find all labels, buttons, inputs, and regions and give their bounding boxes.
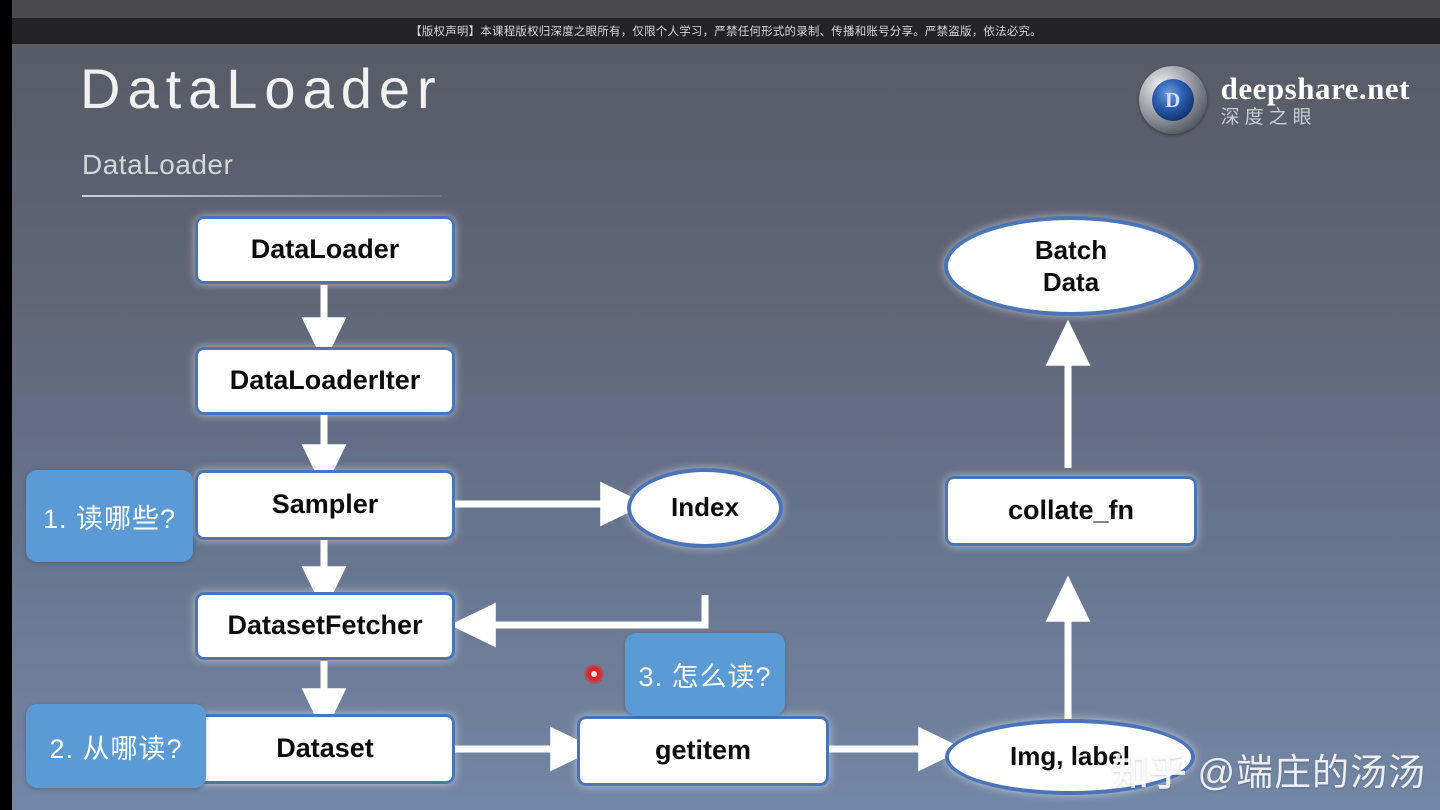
watermark: 知乎 @端庄的汤汤 [1111, 742, 1426, 796]
laser-pointer-icon [584, 664, 604, 684]
node-label-line1: Batch [1034, 234, 1108, 265]
logo-text-block: deepshare.net 深度之眼 [1220, 70, 1410, 129]
logo-mark-letter: D [1151, 79, 1194, 121]
node-img-label[interactable]: Img, label [945, 719, 1195, 795]
node-index[interactable]: Index [627, 468, 783, 548]
copyright-text: 【版权声明】本课程版权归深度之眼所有，仅限个人学习，严禁任何形式的录制、传播和账… [410, 26, 1042, 38]
node-label: getitem [654, 735, 752, 766]
node-label: Img, label [1010, 741, 1130, 772]
tag-read-which[interactable]: 1. 读哪些? [26, 470, 193, 562]
tag-label: 2. 从哪读? [49, 733, 183, 764]
tag-read-from-where[interactable]: 2. 从哪读? [26, 704, 206, 788]
node-dataset[interactable]: Dataset [195, 714, 455, 784]
deepshare-logo: D deepshare.net 深度之眼 [1138, 66, 1410, 134]
logo-chinese-name: 深度之眼 [1220, 106, 1317, 128]
page-title: DataLoader [80, 57, 443, 120]
node-label: Dataset [276, 733, 374, 764]
node-label: Sampler [271, 489, 379, 520]
tag-label: 3. 怎么读? [638, 661, 772, 692]
node-sampler[interactable]: Sampler [195, 470, 455, 540]
node-batch-data[interactable]: Batch Data [944, 216, 1198, 316]
node-label: DatasetFetcher [227, 610, 423, 641]
tag-label: 1. 读哪些? [42, 503, 177, 534]
node-collate-fn[interactable]: collate_fn [945, 476, 1197, 546]
tag-how-to-read[interactable]: 3. 怎么读? [625, 633, 785, 715]
presentation-slide: DataLoader DataLoader D deepshare.net 深度… [12, 44, 1440, 810]
node-label: collate_fn [1007, 495, 1135, 526]
eye-logo-icon: D [1138, 66, 1207, 134]
node-label: DataLoaderIter [229, 365, 421, 396]
node-label-line2: Data [1042, 267, 1100, 297]
watermark-user: @端庄的汤汤 [1197, 752, 1426, 793]
node-dataloader[interactable]: DataLoader [195, 216, 455, 284]
page-subtitle: DataLoader [82, 149, 234, 180]
copyright-banner: 【版权声明】本课程版权归深度之眼所有，仅限个人学习，严禁任何形式的录制、传播和账… [12, 18, 1440, 44]
node-getitem[interactable]: getitem [577, 716, 829, 786]
node-dataloaderiter[interactable]: DataLoaderIter [195, 347, 455, 415]
logo-site-name: deepshare.net [1220, 70, 1410, 106]
watermark-site: 知乎 [1111, 752, 1188, 793]
node-datasetfetcher[interactable]: DatasetFetcher [195, 592, 455, 660]
window-top-strip [12, 0, 1440, 18]
title-divider [82, 195, 442, 197]
node-label: DataLoader [250, 234, 400, 265]
node-label: Index [671, 492, 739, 523]
